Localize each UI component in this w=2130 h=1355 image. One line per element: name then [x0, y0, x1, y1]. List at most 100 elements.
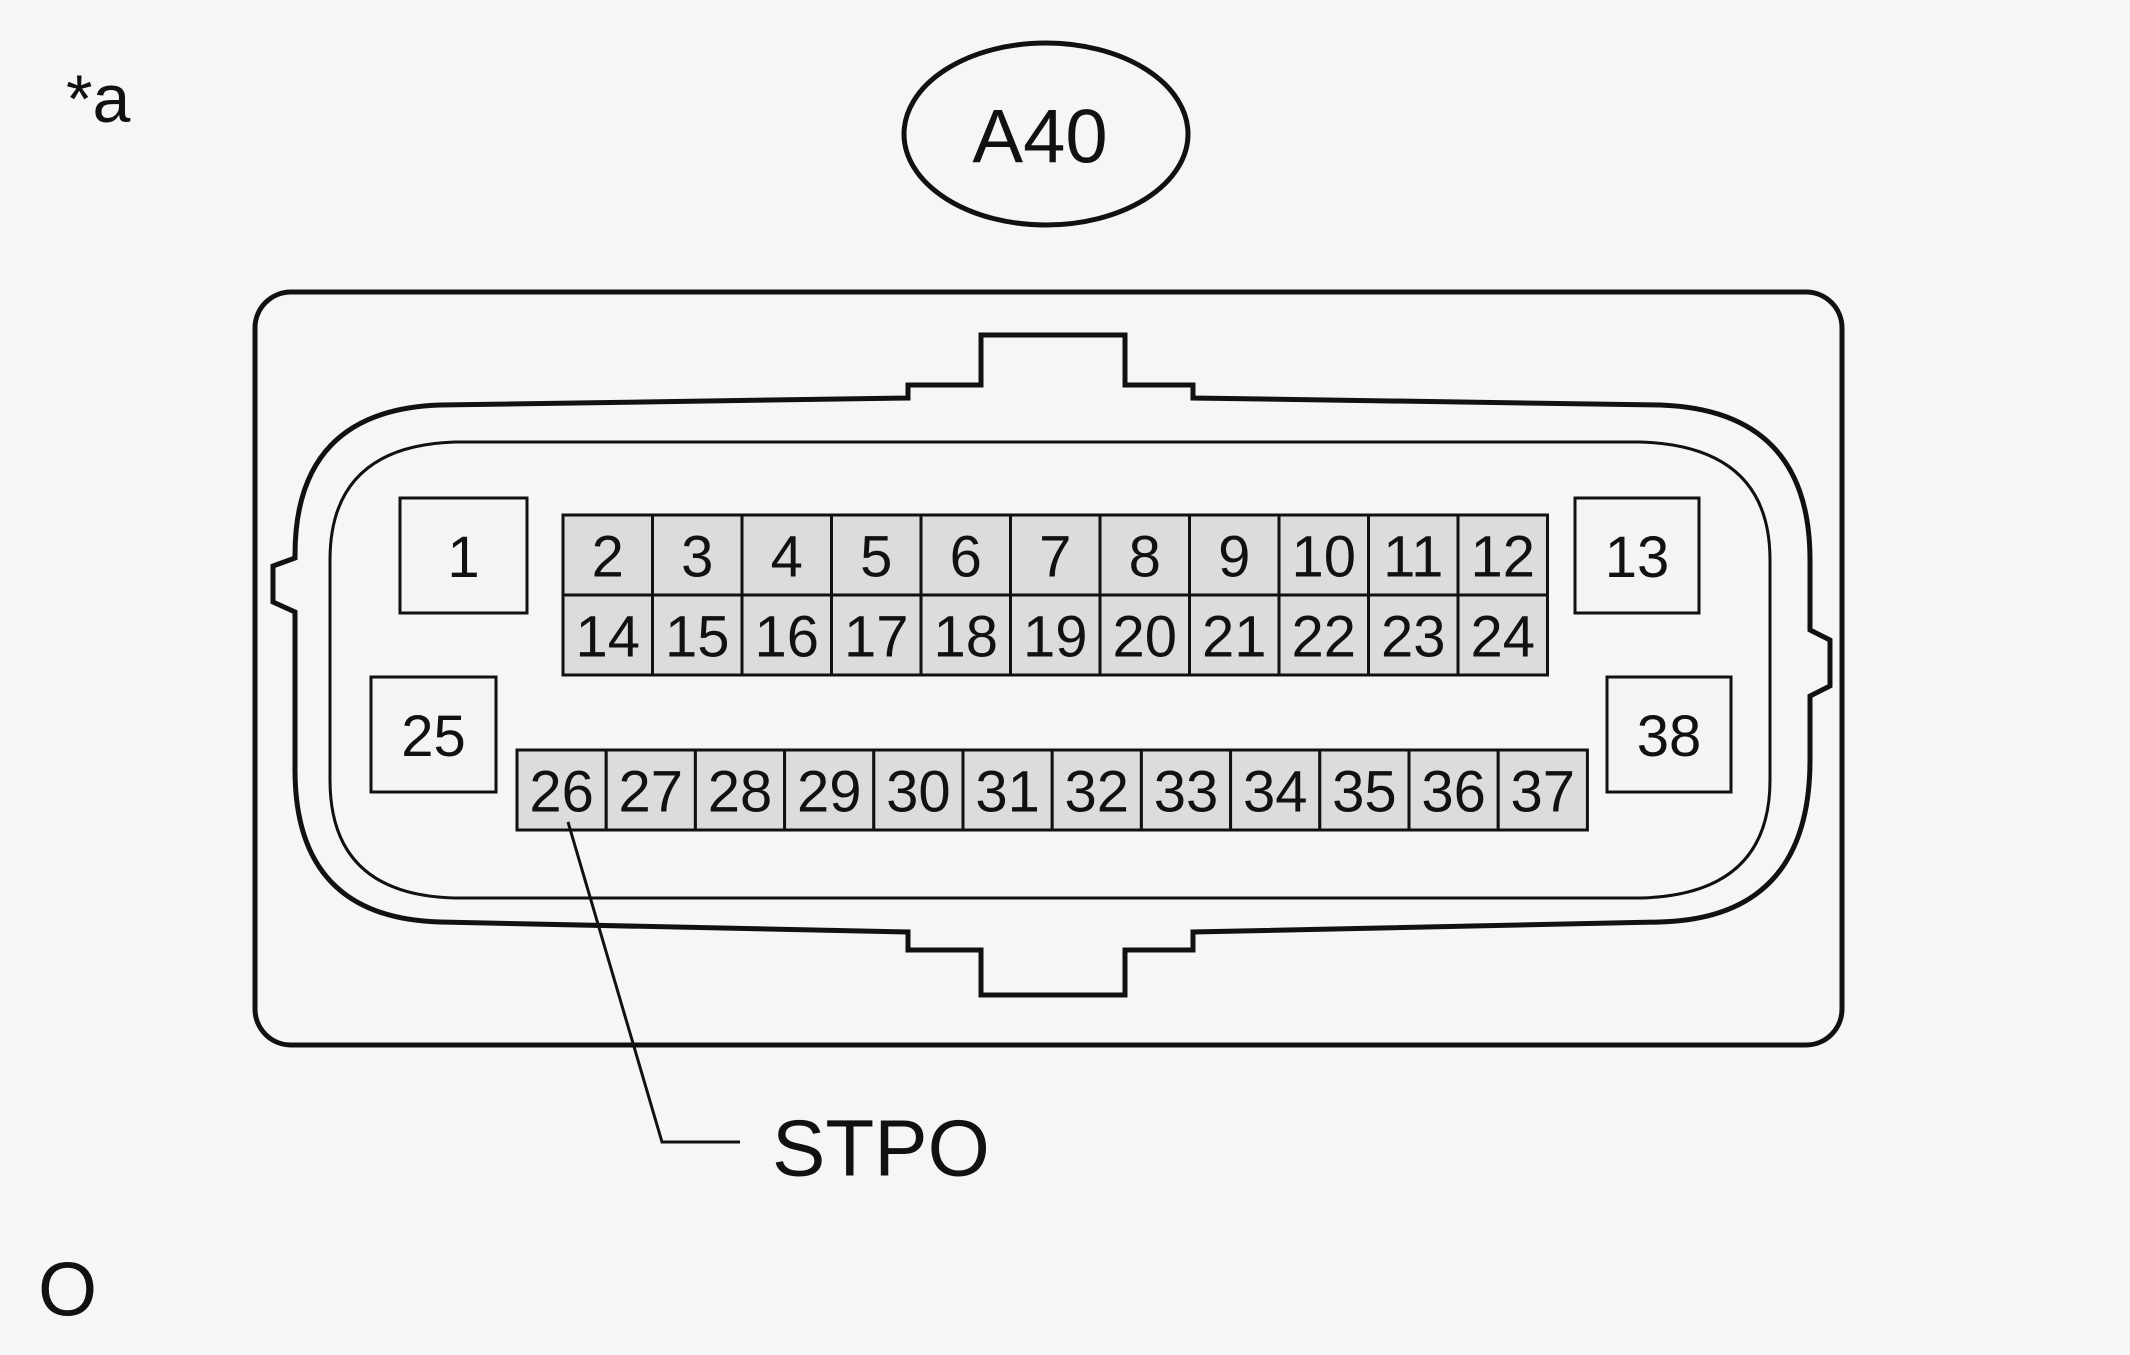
- terminal-18: 18: [919, 593, 1012, 677]
- terminal-8: 8: [1098, 513, 1191, 597]
- terminal-12: 12: [1456, 513, 1549, 597]
- terminal-box: [1573, 496, 1701, 615]
- terminal-number: 17: [844, 605, 909, 670]
- terminal-box: [1229, 748, 1322, 832]
- terminal-number: 26: [529, 760, 594, 825]
- terminal-number: 16: [754, 605, 819, 670]
- terminal-4: 4: [740, 513, 833, 597]
- terminal-box: [561, 513, 654, 597]
- terminal-box: [515, 748, 608, 832]
- terminal-5: 5: [830, 513, 923, 597]
- terminal-number: 9: [1218, 525, 1250, 590]
- terminal-number: 14: [575, 605, 640, 670]
- terminal-1: 1: [398, 496, 529, 615]
- terminal-box: [1098, 593, 1191, 677]
- terminal-number: 21: [1202, 605, 1267, 670]
- terminal-11: 11: [1367, 513, 1460, 597]
- terminal-number: 2: [592, 525, 624, 590]
- terminal-box: [740, 593, 833, 677]
- terminal-box: [1605, 675, 1733, 794]
- terminal-13: 13: [1573, 496, 1701, 615]
- terminal-number: 34: [1243, 760, 1308, 825]
- terminal-34: 34: [1229, 748, 1322, 832]
- terminal-number: 23: [1381, 605, 1446, 670]
- terminal-number: 33: [1154, 760, 1219, 825]
- terminal-box: [872, 748, 965, 832]
- terminal-number: 28: [708, 760, 773, 825]
- connector-id-bubble: [901, 40, 1191, 228]
- terminal-box: [561, 593, 654, 677]
- terminal-number: 35: [1332, 760, 1397, 825]
- terminal-10: 10: [1277, 513, 1370, 597]
- stpo-leader-line: [566, 821, 740, 1144]
- terminal-21: 21: [1188, 593, 1281, 677]
- terminal-31: 31: [961, 748, 1054, 832]
- terminal-box: [1188, 513, 1281, 597]
- terminal-number: 29: [797, 760, 862, 825]
- terminal-box: [1456, 593, 1549, 677]
- terminal-37: 37: [1496, 748, 1589, 832]
- terminal-29: 29: [783, 748, 876, 832]
- terminal-name-label: STPO: [772, 1104, 990, 1193]
- terminal-number: 32: [1065, 760, 1130, 825]
- terminal-number: 24: [1470, 605, 1535, 670]
- terminal-6: 6: [919, 513, 1012, 597]
- terminal-number: 25: [401, 704, 466, 769]
- terminal-number: 27: [619, 760, 684, 825]
- terminal-25: 25: [369, 675, 498, 794]
- terminal-box: [369, 675, 498, 794]
- terminal-number: 22: [1291, 605, 1356, 670]
- terminal-number: 4: [771, 525, 803, 590]
- terminal-33: 33: [1139, 748, 1233, 832]
- terminal-24: 24: [1456, 593, 1549, 677]
- terminal-2: 2: [561, 513, 654, 597]
- terminal-15: 15: [651, 593, 744, 677]
- terminal-number: 11: [1383, 525, 1443, 590]
- terminal-box: [783, 748, 876, 832]
- terminal-number: 12: [1470, 525, 1535, 590]
- terminal-23: 23: [1367, 593, 1460, 677]
- terminal-number: 38: [1637, 704, 1702, 769]
- terminal-27: 27: [604, 748, 697, 832]
- terminal-number: 7: [1039, 525, 1071, 590]
- terminal-32: 32: [1050, 748, 1143, 832]
- terminal-number: 31: [975, 760, 1040, 825]
- terminal-30: 30: [872, 748, 965, 832]
- terminal-28: 28: [693, 748, 787, 832]
- terminal-box: [961, 748, 1054, 832]
- terminal-box: [1496, 748, 1589, 832]
- connector-inner-outline: [328, 440, 1772, 900]
- terminal-number: 1: [447, 525, 479, 590]
- terminal-number: 3: [681, 525, 713, 590]
- terminal-box: [1367, 513, 1460, 597]
- terminal-number: 37: [1511, 760, 1576, 825]
- terminal-box: [1009, 593, 1102, 677]
- terminal-number: 30: [886, 760, 951, 825]
- terminal-22: 22: [1277, 593, 1370, 677]
- terminal-number: 36: [1421, 760, 1486, 825]
- terminal-number: 19: [1023, 605, 1088, 670]
- terminal-20: 20: [1098, 593, 1191, 677]
- terminal-number: 6: [950, 525, 982, 590]
- terminal-number: 20: [1112, 605, 1177, 670]
- terminal-number: 15: [665, 605, 730, 670]
- terminal-number: 8: [1129, 525, 1161, 590]
- terminal-box: [398, 496, 529, 615]
- terminal-box: [919, 593, 1012, 677]
- terminal-number: 10: [1291, 525, 1356, 590]
- terminal-3: 3: [651, 513, 744, 597]
- terminal-35: 35: [1318, 748, 1411, 832]
- terminal-14: 14: [561, 593, 654, 677]
- terminal-19: 19: [1009, 593, 1102, 677]
- terminal-7: 7: [1009, 513, 1102, 597]
- connector-housing-frame: [252, 289, 1845, 1048]
- terminal-box: [604, 748, 697, 832]
- terminal-box: [1188, 593, 1281, 677]
- connector-id: A40: [972, 95, 1107, 180]
- view-mark: O: [38, 1248, 97, 1333]
- terminal-38: 38: [1605, 675, 1733, 794]
- terminal-26: 26: [515, 748, 608, 832]
- terminal-number: 5: [860, 525, 892, 590]
